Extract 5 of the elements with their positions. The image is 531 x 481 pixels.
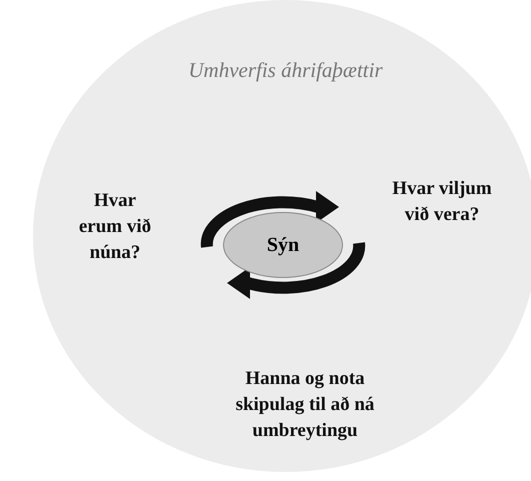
current-state-text: Hvar erum við núna? xyxy=(78,189,152,265)
circle-title: Umhverfis áhrifaþættir xyxy=(187,58,384,83)
plan-text: Hanna og nota skipulag til að ná umbreytingu xyxy=(234,367,376,443)
desired-state-text: Hvar viljum við vera? xyxy=(392,177,492,227)
vision-label: Sýn xyxy=(266,234,300,256)
